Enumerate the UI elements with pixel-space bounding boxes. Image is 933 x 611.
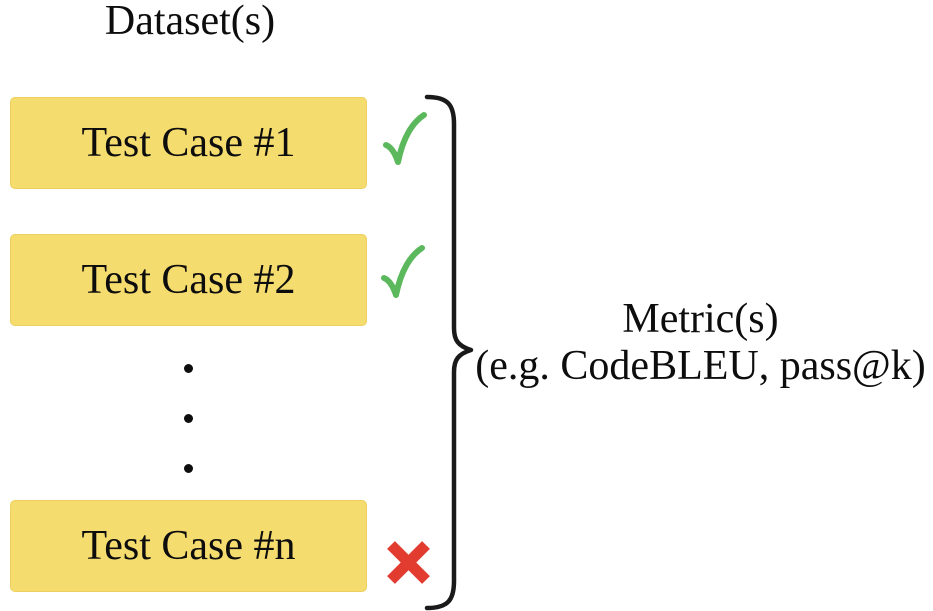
ellipsis-dot (184, 364, 193, 373)
cross-icon (387, 541, 430, 584)
test-case-box-1: Test Case #1 (10, 97, 367, 189)
ellipsis-dot (184, 414, 193, 423)
metric-subtitle: (e.g. CodeBLEU, pass@k) (475, 343, 926, 389)
test-case-n-label: Test Case #n (81, 523, 296, 569)
test-case-box-2: Test Case #2 (10, 234, 367, 326)
test-case-2-label: Test Case #2 (81, 257, 296, 303)
ellipsis-dots (184, 364, 193, 473)
test-case-1-label: Test Case #1 (81, 120, 296, 166)
checkmark-icon (381, 245, 425, 298)
curly-brace (424, 94, 474, 611)
ellipsis-dot (184, 464, 193, 473)
metric-label-block: Metric(s) (e.g. CodeBLEU, pass@k) (468, 296, 933, 390)
metric-title: Metric(s) (622, 296, 779, 342)
checkmark-icon (383, 112, 427, 165)
test-case-box-n: Test Case #n (10, 500, 367, 592)
dataset-title: Dataset(s) (104, 0, 276, 44)
